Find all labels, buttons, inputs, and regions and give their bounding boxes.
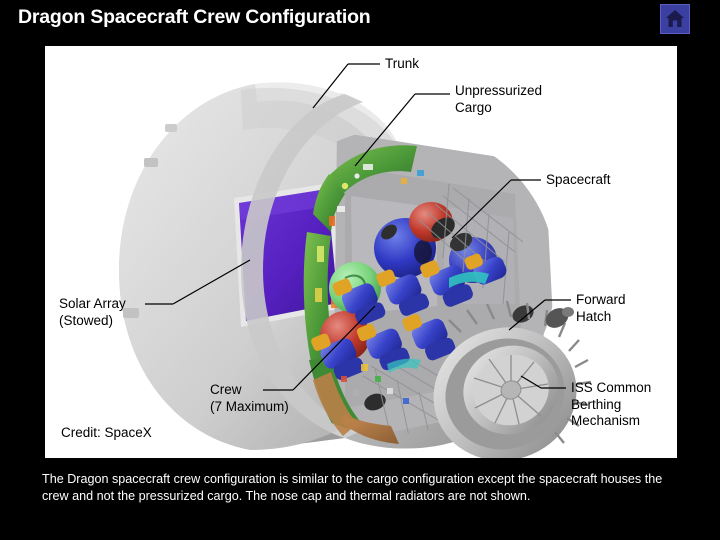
slide-caption: The Dragon spacecraft crew configuration… — [42, 472, 663, 503]
callout-forward-hatch-line1: Forward — [576, 292, 626, 307]
callout-iss-cbm-line2: Berthing — [571, 396, 622, 412]
image-credit: Credit: SpaceX — [61, 425, 152, 440]
cbm-teeth — [448, 300, 592, 444]
callout-spacecraft: Spacecraft — [546, 172, 611, 187]
callout-crew-line1: Crew — [210, 382, 242, 397]
callout-solar-array-line2: (Stowed) — [59, 312, 114, 328]
callout-unpressurized-cargo-line2: Cargo — [455, 99, 492, 115]
callout-iss-cbm-line1: ISS Common — [571, 380, 652, 395]
callout-iss-cbm-line3: Mechanism — [571, 413, 641, 428]
callout-trunk: Trunk — [385, 56, 420, 71]
callout-solar-array: Solar Array(Stowed) — [59, 296, 126, 329]
page-title: Dragon Spacecraft Crew Configuration — [18, 6, 371, 28]
callout-unpressurized-cargo-line1: Unpressurized — [455, 83, 543, 98]
berthing-mechanism — [433, 300, 592, 458]
home-icon[interactable] — [660, 4, 690, 34]
callout-crew: Crew(7 Maximum) — [210, 382, 289, 415]
callout-crew-line2: (7 Maximum) — [210, 398, 289, 414]
callout-forward-hatch-line2: Hatch — [576, 308, 612, 324]
callout-solar-array-line1: Solar Array — [59, 296, 126, 311]
